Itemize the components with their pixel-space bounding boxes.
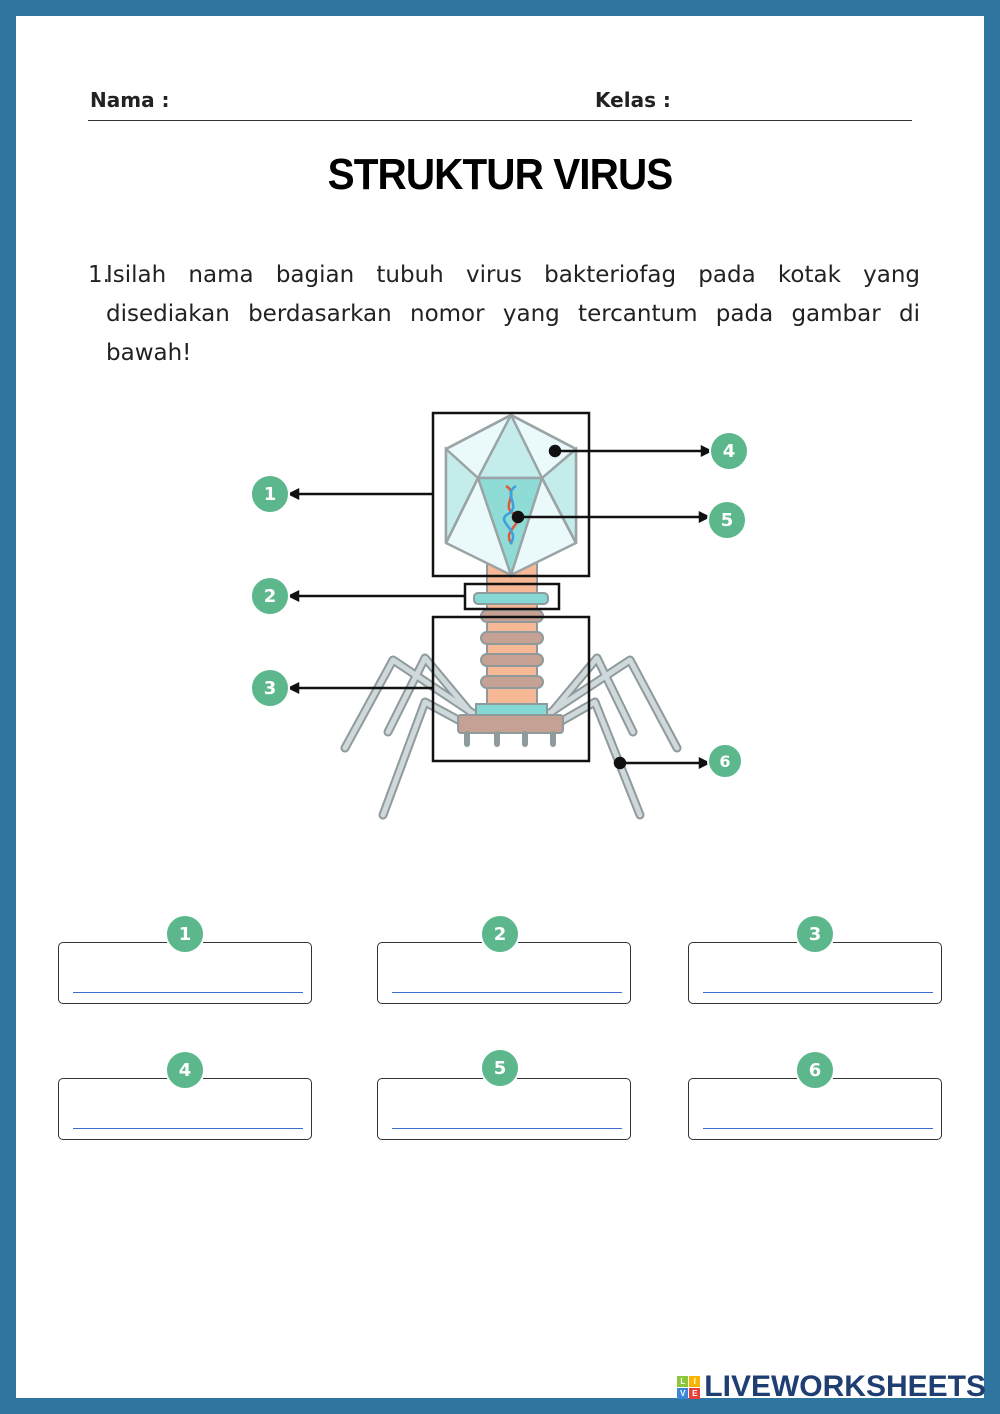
answer-input-6[interactable]	[703, 1128, 933, 1129]
answer-number-3: 3	[795, 914, 835, 954]
answer-number-2: 2	[480, 914, 520, 954]
answer-input-2[interactable]	[392, 992, 622, 993]
diagram-label-3: 3	[250, 668, 290, 708]
diagram-label-6: 6	[707, 743, 743, 779]
question-number: 1.	[88, 262, 110, 288]
class-label: Kelas :	[595, 88, 671, 112]
answer-input-4[interactable]	[73, 1128, 303, 1129]
answer-input-5[interactable]	[392, 1128, 622, 1129]
answer-input-1[interactable]	[73, 992, 303, 993]
answer-number-4: 4	[165, 1050, 205, 1090]
header-divider	[88, 120, 912, 121]
base-plate	[457, 714, 564, 734]
diagram-label-4: 4	[709, 431, 749, 471]
logo-text: LIVEWORKSHEETS	[704, 1370, 986, 1403]
answer-input-3[interactable]	[703, 992, 933, 993]
question-text: Isilah nama bagian tubuh virus bakteriof…	[106, 262, 920, 366]
question-1: 1. Isilah nama bagian tubuh virus bakter…	[88, 256, 920, 373]
diagram-label-1: 1	[250, 474, 290, 514]
label-arrows	[287, 444, 713, 770]
answer-number-6: 6	[795, 1050, 835, 1090]
name-label: Nama :	[90, 88, 170, 112]
logo-tiles-icon: L I V E	[677, 1375, 701, 1399]
page-title: STRUKTUR VIRUS	[327, 150, 674, 199]
answer-number-1: 1	[165, 914, 205, 954]
collar	[473, 592, 549, 605]
liveworksheets-logo: L I V E LIVEWORKSHEETS	[677, 1370, 986, 1404]
answer-number-5: 5	[480, 1048, 520, 1088]
bacteriophage-diagram	[287, 411, 713, 820]
diagram-label-5: 5	[707, 500, 747, 540]
diagram-label-2: 2	[250, 576, 290, 616]
